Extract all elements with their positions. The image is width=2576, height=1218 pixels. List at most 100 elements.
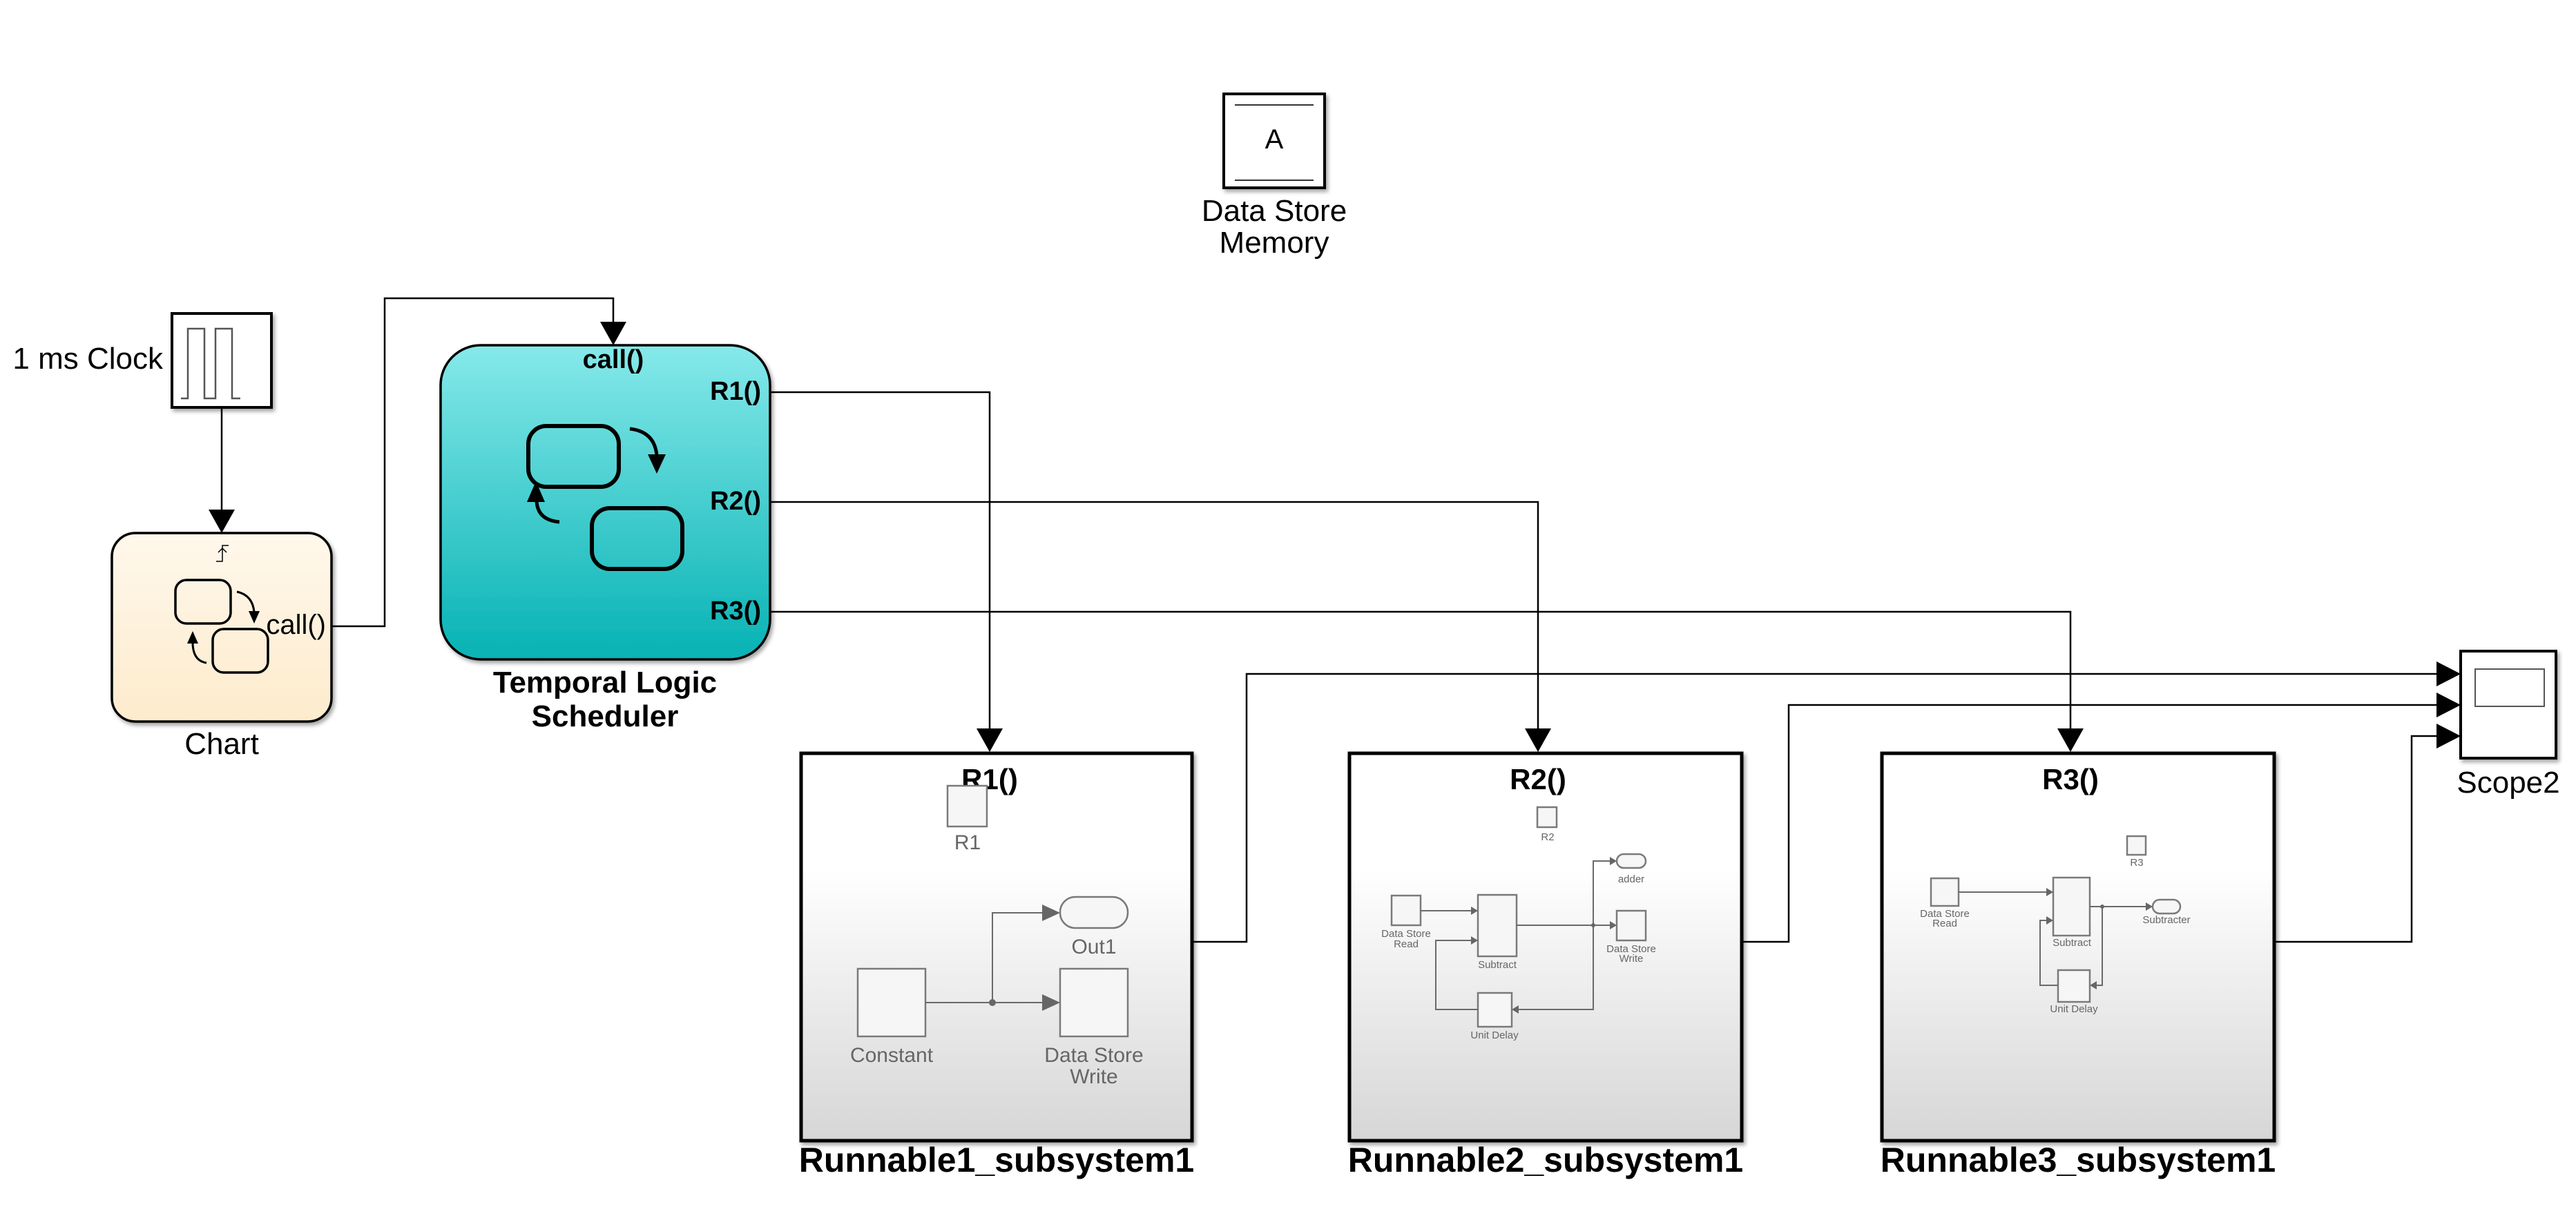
scheduler-output-port-r3: R3()	[710, 597, 761, 626]
data-store-symbol: A	[1265, 124, 1284, 155]
data-store-memory-body[interactable]	[1222, 93, 1326, 189]
arrowhead-icon	[1610, 857, 1617, 865]
scheduler-output-port-r2: R2()	[710, 487, 761, 516]
trigger-block-r3	[2126, 835, 2147, 856]
arrowhead-icon	[2057, 728, 2084, 752]
inner-line	[2097, 907, 2103, 986]
pulse-generator-icon	[181, 327, 240, 400]
data-store-write-label-line1: Data Store	[1606, 943, 1656, 955]
branch-point	[989, 999, 996, 1006]
arrowhead-icon	[187, 631, 198, 644]
clock-block-body[interactable]	[171, 312, 273, 409]
line-r3-to-runnable3[interactable]	[770, 610, 2072, 730]
arrowhead-icon	[2436, 724, 2461, 748]
scope-block[interactable]: Scope2	[2457, 650, 2560, 800]
arrowhead-icon	[1512, 1005, 1519, 1014]
unit-delay-block	[1477, 992, 1513, 1028]
subtract-block-label: Subtract	[2053, 937, 2092, 949]
data-store-write-block	[1059, 967, 1129, 1038]
chart-label: Chart	[184, 727, 259, 761]
arrowhead-icon	[2146, 902, 2153, 911]
runnable3-trigger-port-label: R3()	[2042, 763, 2099, 795]
data-store-write-block	[1615, 909, 1647, 942]
runnable1-subsystem[interactable]: R1() R1 Constant Data Store Write Out1 R…	[799, 751, 1194, 1179]
line-r1-to-runnable1[interactable]	[770, 391, 991, 730]
runnable3-subsystem-body[interactable]	[1880, 751, 2276, 1143]
runnable2-inner-diagram: R2 Data Store Read Subtract Unit Delay a…	[1381, 806, 1656, 1041]
arrowhead-icon	[1471, 907, 1478, 915]
trigger-block-r3-label: R3	[2130, 857, 2143, 869]
arrowhead-icon	[1471, 936, 1478, 945]
constant-block-label: Constant	[850, 1044, 934, 1067]
scheduler-label-line1: Temporal Logic	[493, 666, 717, 699]
scheduler-label-line2: Scheduler	[532, 699, 679, 733]
arrowhead-icon	[527, 481, 545, 502]
unit-delay-block-label: Unit Delay	[2050, 1003, 2098, 1015]
arrowhead-icon	[2046, 888, 2053, 896]
runnable1-subsystem-body[interactable]	[799, 751, 1194, 1143]
runnable2-subsystem[interactable]: R2() R2 Data Store Read Subtract Unit De…	[1347, 751, 1744, 1179]
chart-block-body[interactable]	[110, 532, 333, 723]
runnable1-inner-diagram: R1 Constant Data Store Write Out1	[850, 784, 1144, 1088]
scheduler-block-body[interactable]	[439, 344, 771, 661]
scheduler-output-port-r1: R1()	[710, 377, 761, 406]
data-store-write-label-line2: Write	[1619, 953, 1644, 965]
scheduler-input-port-label: call()	[583, 345, 644, 374]
inner-line	[1593, 860, 1610, 925]
stateflow-chart-icon	[526, 424, 684, 571]
arrowhead-icon	[1610, 921, 1617, 929]
signal-lines	[209, 297, 2461, 943]
branch-point	[1591, 923, 1595, 927]
subtract-block-label: Subtract	[1478, 959, 1517, 971]
constant-block	[856, 967, 927, 1038]
outport-block	[1615, 853, 1647, 869]
arrowhead-icon	[2436, 661, 2461, 686]
chart-output-port-label: call()	[266, 610, 326, 640]
line-runnable3-to-scope[interactable]	[2276, 735, 2438, 943]
arrowhead-icon	[1525, 728, 1551, 752]
data-store-read-label-line2: Read	[1394, 938, 1419, 950]
data-store-read-block	[1930, 877, 1960, 907]
outport-block	[1059, 896, 1129, 929]
line-chart-to-scheduler[interactable]	[331, 297, 615, 628]
arrowhead-icon	[249, 611, 260, 624]
data-store-read-label-line2: Read	[1932, 918, 1957, 929]
runnable2-trigger-port-label: R2()	[1510, 763, 1566, 795]
line-runnable2-to-scope[interactable]	[1743, 704, 2438, 943]
outport-block	[2151, 898, 2182, 915]
data-store-read-label-line1: Data Store	[1920, 908, 1970, 920]
arrowhead-icon	[648, 454, 666, 474]
data-store-memory-block[interactable]: A Data Store Memory	[1202, 93, 1347, 260]
runnable3-label: Runnable3_subsystem1	[1881, 1141, 2276, 1179]
scope-icon	[2474, 668, 2545, 707]
trigger-block-r2-label: R2	[1541, 831, 1554, 843]
rising-edge-trigger-icon	[216, 545, 229, 562]
runnable2-label: Runnable2_subsystem1	[1348, 1141, 1743, 1179]
outport-label: Subtracter	[2142, 914, 2190, 926]
data-store-memory-label-line1: Data Store	[1202, 194, 1347, 228]
unit-delay-block-label: Unit Delay	[1470, 1030, 1519, 1041]
clock-label: 1 ms Clock	[12, 342, 164, 376]
stateflow-chart-icon	[174, 579, 269, 674]
line-r2-to-runnable2[interactable]	[770, 501, 1539, 730]
outport-label: Out1	[1071, 936, 1116, 958]
clock-block[interactable]: 1 ms Clock	[12, 312, 273, 409]
inner-line	[1519, 925, 1594, 1010]
runnable3-subsystem[interactable]: R3() R3 Data Store Read Subtract Unit De…	[1880, 751, 2276, 1179]
arrowhead-icon	[2436, 693, 2461, 717]
line-runnable1-to-scope[interactable]	[1193, 673, 2438, 943]
arrowhead-icon	[209, 510, 235, 533]
arrowhead-icon	[600, 322, 626, 345]
data-store-read-block	[1390, 894, 1422, 927]
subtract-block	[1477, 893, 1518, 958]
trigger-block-r2	[1536, 806, 1558, 829]
trigger-block-r1	[946, 784, 988, 828]
data-store-memory-label-line2: Memory	[1220, 226, 1329, 260]
data-store-write-label-line2: Write	[1070, 1065, 1117, 1088]
chart-block[interactable]: call() Chart	[110, 532, 333, 761]
arrowhead-icon	[1042, 905, 1060, 921]
arrowhead-icon	[1042, 994, 1060, 1011]
temporal-logic-scheduler-block[interactable]: call() R1() R2() R3() Temporal Logic Sch…	[439, 344, 771, 733]
inner-line	[2039, 920, 2058, 986]
